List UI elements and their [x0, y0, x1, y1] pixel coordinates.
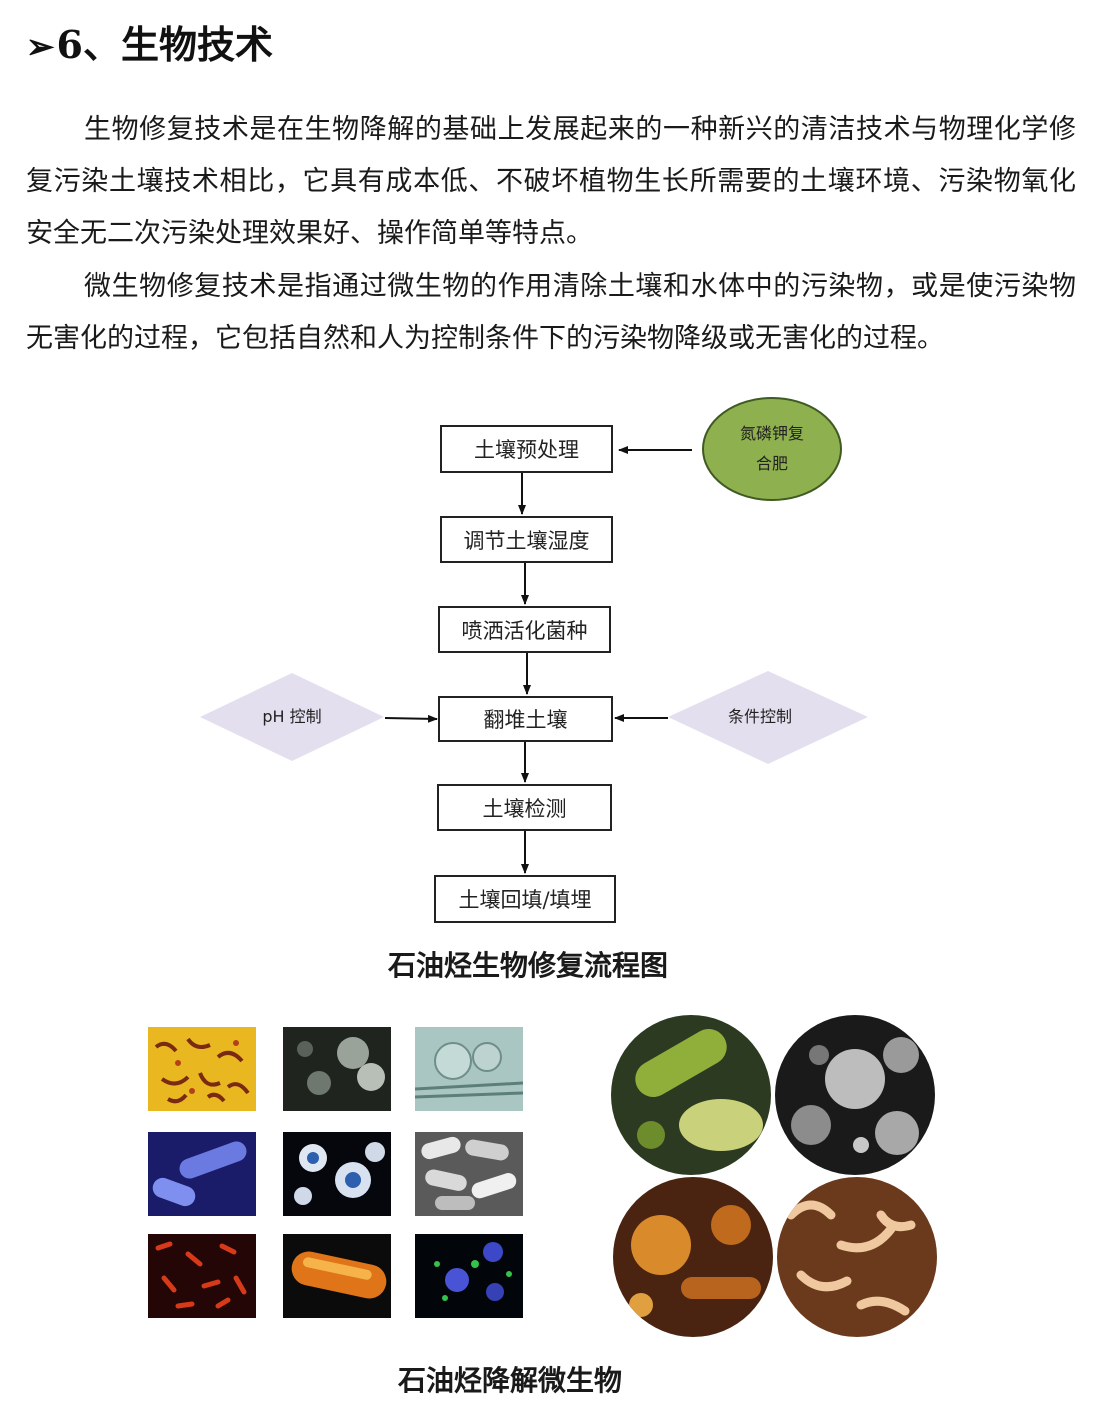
- microbes-caption: 石油烃降解微生物: [397, 1364, 622, 1397]
- rod-orange-icon: [283, 1234, 391, 1318]
- rods-red-icon: [148, 1234, 256, 1318]
- cells-blue-icon: [283, 1132, 391, 1216]
- gray-pollen-quadrant: [775, 1015, 935, 1175]
- green-bacteria-quadrant: [611, 1015, 771, 1175]
- microbe-quadrant-image: [611, 1015, 937, 1337]
- orange-virus-quadrant: [613, 1177, 773, 1337]
- fertilizer-label: 氮磷钾复 合肥: [712, 419, 832, 479]
- step-adjust-moisture: 调节土壤湿度: [440, 516, 613, 563]
- step-soil-pretreatment: 土壤预处理: [440, 425, 613, 473]
- fertilizer-label-line2: 合肥: [755, 454, 788, 473]
- cells-green-icon: [415, 1234, 523, 1318]
- step-soil-testing: 土壤检测: [437, 784, 612, 831]
- step-turn-soil: 翻堆土壤: [438, 696, 613, 742]
- brown-rods-quadrant: [777, 1177, 937, 1337]
- section-title-text: 6、生物技术: [56, 22, 273, 67]
- fertilizer-label-line1: 氮磷钾复: [739, 424, 804, 443]
- rods-gray-icon: [415, 1132, 523, 1216]
- paragraph-bioremediation: 生物修复技术是在生物降解的基础上发展起来的一种新兴的清洁技术与物理化学修复污染土…: [26, 114, 1076, 249]
- arrow-ph-to-turning: [384, 714, 438, 723]
- paragraph-microbial-remediation: 微生物修复技术是指通过微生物的作用清除土壤和水体中的污染物，或是使污染物无害化的…: [26, 271, 1076, 354]
- arrow-bullet-icon: ➢: [26, 27, 55, 67]
- fungus-teal-icon: [415, 1027, 523, 1111]
- rods-blue-icon: [148, 1132, 256, 1216]
- condition-control-label: 条件控制: [727, 707, 792, 726]
- ph-control-label: pH 控制: [262, 707, 322, 726]
- bacteria-yellow-icon: [148, 1027, 256, 1111]
- section-title: ➢6、生物技术: [26, 14, 273, 69]
- spheres-gray-icon: [283, 1027, 391, 1111]
- step-spray-inoculum: 喷洒活化菌种: [438, 606, 611, 653]
- step-backfill: 土壤回填/填埋: [434, 875, 616, 923]
- flowchart-caption: 石油烃生物修复流程图: [387, 949, 668, 982]
